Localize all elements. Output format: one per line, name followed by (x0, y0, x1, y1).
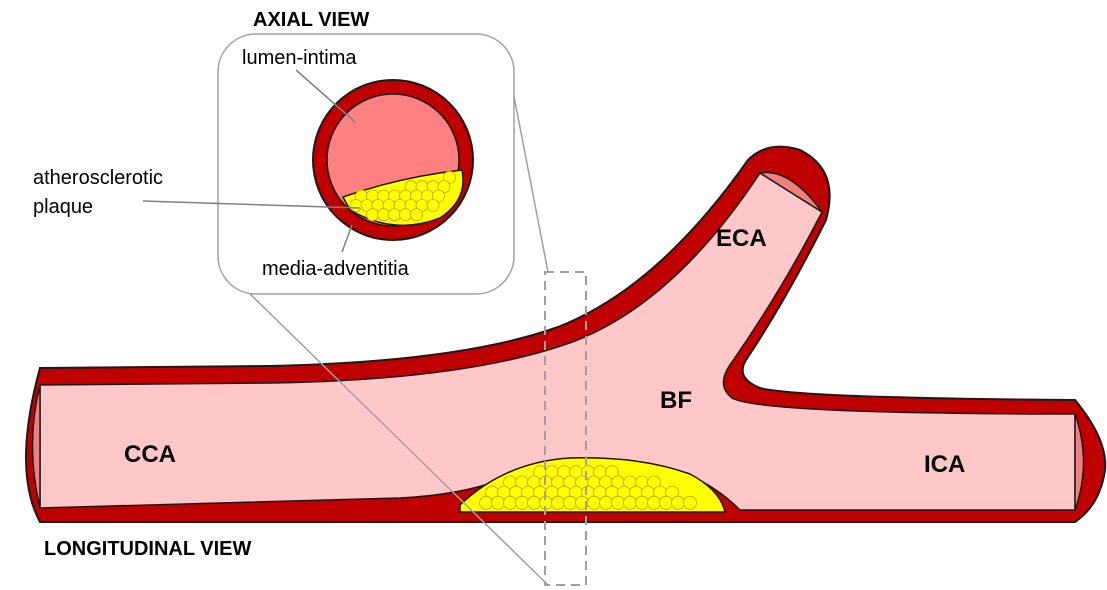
plaque-particle (528, 496, 541, 509)
plaque-particle (624, 496, 637, 509)
plaque-particle (660, 496, 673, 509)
plaque-label-line2: plaque (33, 196, 93, 218)
plaque-particle (504, 496, 517, 509)
plaque-particle (648, 496, 661, 509)
ica-label: ICA (924, 451, 965, 478)
media-adventitia-label: media-adventitia (262, 258, 410, 280)
bf-label: BF (660, 387, 692, 414)
plaque-particle (480, 496, 493, 509)
plaque-label-line1: atherosclerotic (33, 167, 163, 189)
inset-connector-top (512, 86, 548, 272)
cca-label: CCA (124, 441, 176, 468)
plaque-particle (552, 496, 565, 509)
plaque-particle (378, 209, 390, 221)
lumen-intima-label: lumen-intima (242, 47, 357, 69)
plaque-particle (684, 496, 697, 509)
plaque-particle (389, 209, 401, 221)
longitudinal-view-title: LONGITUDINAL VIEW (44, 538, 252, 560)
plaque-particle (492, 496, 505, 509)
plaque-particle (411, 209, 423, 221)
plaque-particle (672, 496, 685, 509)
plaque-particle (636, 496, 649, 509)
eca-label: ECA (716, 225, 767, 252)
plaque-particle (400, 209, 412, 221)
plaque-particle (612, 496, 625, 509)
axial-view-title: AXIAL VIEW (253, 9, 369, 31)
plaque-particle (600, 496, 613, 509)
plaque-particle (564, 496, 577, 509)
plaque-particle (588, 496, 601, 509)
plaque-particle (427, 199, 439, 211)
plaque-particle (367, 209, 379, 221)
plaque-particle (516, 496, 529, 509)
plaque-particle (350, 199, 362, 211)
